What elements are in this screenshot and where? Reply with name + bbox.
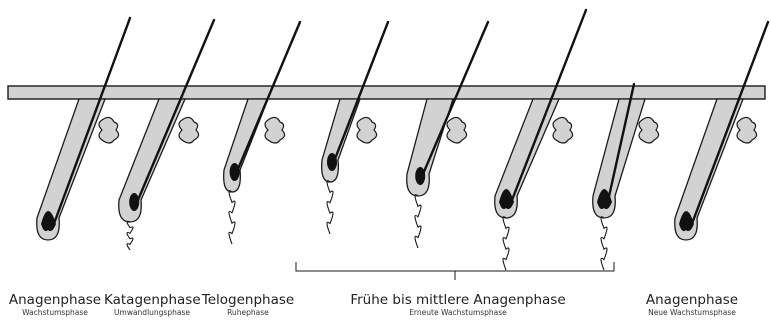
stage-subtitle: Wachstumsphase (4, 308, 106, 318)
sebaceous-gland (447, 117, 467, 143)
follicle-sheath (407, 99, 453, 196)
sebaceous-gland (639, 117, 659, 143)
sebaceous-gland (737, 117, 757, 143)
stage-label-telogen: Telogenphase Ruhephase (198, 292, 298, 318)
dermal-strand (415, 195, 421, 248)
follicle (224, 22, 300, 244)
follicle-sheath (119, 99, 185, 222)
stage-subtitle: Erneute Wachstumsphase (340, 308, 576, 318)
hair-shaft (512, 10, 586, 200)
dermal-strand (601, 217, 607, 270)
follicle (37, 18, 130, 240)
stage-title: Telogenphase (198, 292, 298, 308)
club-hair (327, 153, 337, 171)
hair-shaft (55, 18, 130, 222)
sebaceous-gland (357, 117, 377, 143)
dermal-strand (503, 217, 509, 270)
stage-label-anagen: Anagenphase Wachstumsphase (4, 292, 106, 318)
bracket (296, 262, 614, 280)
skin-surface (8, 86, 765, 99)
bracket-line (296, 262, 614, 271)
stage-title: Anagenphase (622, 292, 762, 308)
hair-shaft (693, 22, 768, 222)
follicle (675, 22, 768, 240)
stage-label-katagen: Katagenphase Umwandlungsphase (104, 292, 200, 318)
stage-subtitle: Umwandlungsphase (104, 308, 200, 318)
club-hair (230, 163, 240, 181)
follicle (495, 10, 586, 270)
club-hair (129, 193, 139, 211)
stage-label-new-anagen: Anagenphase Neue Wachstumsphase (622, 292, 762, 318)
follicles (37, 10, 768, 270)
stage-title: Frühe bis mittlere Anagenphase (340, 292, 576, 308)
sebaceous-gland (265, 117, 285, 143)
dermal-strand (327, 181, 333, 234)
stage-subtitle: Neue Wachstumsphase (622, 308, 762, 318)
stage-label-early-anagen: Frühe bis mittlere Anagenphase Erneute W… (340, 292, 576, 318)
hair-shaft (136, 20, 214, 204)
skin-band (8, 86, 765, 99)
follicle (119, 20, 214, 250)
sebaceous-gland (99, 117, 119, 143)
sebaceous-gland (179, 117, 199, 143)
follicle (407, 22, 488, 248)
follicle (322, 22, 388, 234)
follicle (593, 84, 659, 270)
sebaceous-gland (553, 117, 573, 143)
dermal-strand (229, 191, 235, 244)
stage-title: Katagenphase (104, 292, 200, 308)
stage-subtitle: Ruhephase (198, 308, 298, 318)
dermal-strand (127, 221, 133, 250)
stage-title: Anagenphase (4, 292, 106, 308)
club-hair (415, 167, 425, 185)
